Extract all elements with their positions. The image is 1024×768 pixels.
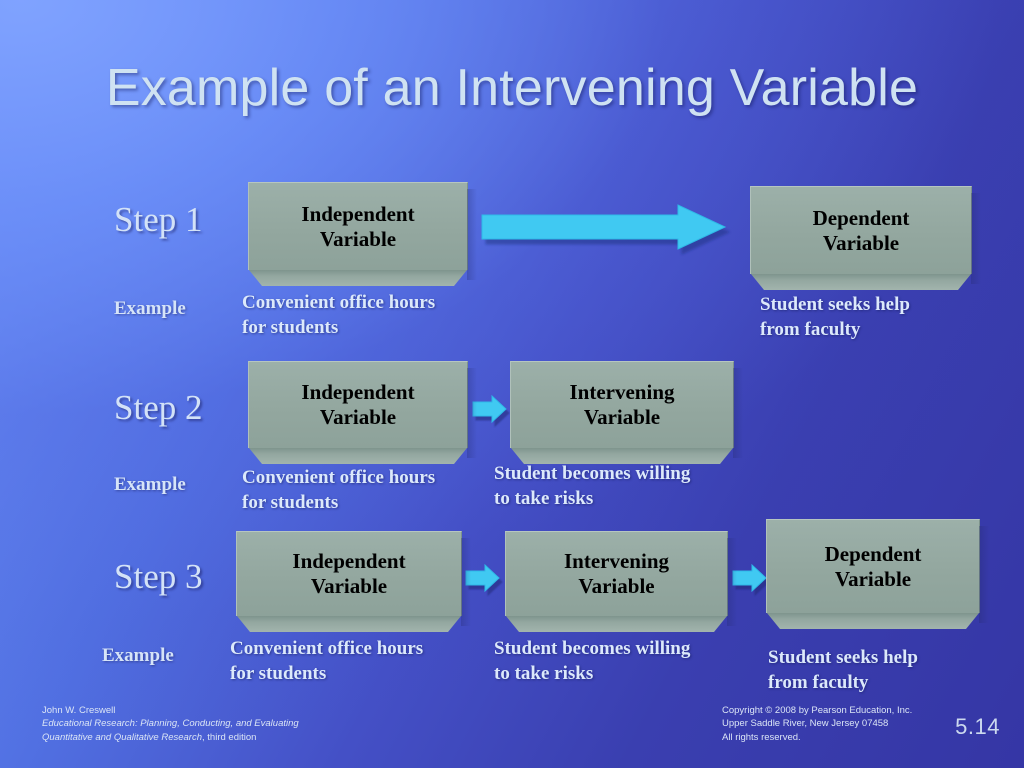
box-title-line2: Variable [319, 226, 397, 251]
box-title-line1: Intervening [564, 549, 669, 574]
step-3-box-dependent-variable[interactable]: Dependent Variable [766, 519, 989, 623]
footer-book-title-line1: Educational Research: Planning, Conducti… [42, 718, 299, 730]
step-1-caption-independent: Convenient office hours for students [242, 290, 492, 340]
box-title-line2: Variable [578, 574, 655, 598]
step-2-box-independent-variable[interactable]: Independent Variable [248, 361, 477, 458]
box-title-line1: Independent [301, 380, 415, 405]
slide-number: 5.14 [955, 714, 1000, 739]
caption-line2: for students [242, 317, 339, 339]
step-3-example-label: Example [102, 645, 174, 666]
caption-line1: Convenient office hours [242, 467, 436, 488]
caption-line2: to take risks [494, 663, 594, 685]
caption-line1: Student seeks help [760, 294, 910, 315]
copyright-line-1: Copyright © 2008 by Pearson Education, I… [722, 704, 913, 716]
box-title-line2: Variable [822, 230, 900, 255]
step-2-box-intervening-variable[interactable]: Intervening Variable [510, 361, 743, 458]
small-right-arrow-icon-step2 [472, 394, 513, 428]
caption-line2: from faculty [760, 319, 861, 341]
step-2-caption-intervening: Student becomes willing to take risks [494, 461, 749, 511]
step-2-caption-independent: Convenient office hours for students [242, 465, 492, 515]
box-title: Intervening Variable [564, 549, 669, 599]
step-3-box-intervening-variable[interactable]: Intervening Variable [505, 531, 737, 626]
step-3-caption-intervening: Student becomes willing to take risks [494, 636, 749, 686]
box-title-line1: Intervening [569, 380, 675, 405]
copyright-line-3: All rights reserved. [722, 731, 801, 743]
copyright-line-2: Upper Saddle River, New Jersey 07458 [722, 718, 889, 730]
step-1-example-label: Example [114, 298, 186, 319]
caption-line1: Student seeks help [768, 647, 918, 668]
step-3-box-independent-variable[interactable]: Independent Variable [236, 531, 471, 626]
step-3-label: Step 3 [114, 557, 203, 596]
step-1-box-dependent-variable[interactable]: Dependent Variable [750, 186, 981, 284]
small-right-arrow-icon-step3-a [465, 563, 506, 597]
caption-line1: Student becomes willing [494, 463, 691, 484]
footer-book-subtitle: Quantitative and Qualitative Research [42, 731, 203, 743]
step-2-label: Step 2 [114, 388, 203, 427]
box-title: Independent Variable [301, 202, 414, 252]
box-title-line1: Dependent [824, 541, 922, 566]
box-title: Independent Variable [292, 549, 405, 599]
box-title-line2: Variable [834, 566, 912, 591]
step-3-caption-dependent: Student seeks help from faculty [768, 645, 1008, 695]
footer-author: John W. Creswell [42, 704, 116, 716]
page-title: Example of an Intervening Variable [105, 59, 919, 117]
step-1-label: Step 1 [114, 200, 203, 239]
step-2-example-label: Example [114, 474, 186, 495]
caption-line1: Convenient office hours [230, 638, 424, 659]
footer-citation: John W. Creswell Educational Research: P… [42, 704, 299, 744]
caption-line1: Student becomes willing [494, 638, 691, 659]
box-title-line2: Variable [319, 405, 397, 429]
box-title-line1: Independent [292, 549, 406, 574]
box-title: Independent Variable [301, 380, 414, 430]
caption-line2: for students [242, 492, 339, 514]
step-1-caption-dependent: Student seeks help from faculty [760, 292, 1000, 342]
caption-line2: for students [230, 663, 327, 685]
box-title-line1: Dependent [812, 205, 910, 230]
box-title: Dependent Variable [813, 206, 910, 256]
box-title-line1: Independent [301, 201, 415, 226]
footer-book-title-line2: Quantitative and Qualitative Research, t… [42, 731, 299, 744]
box-title: Intervening Variable [570, 380, 675, 430]
box-title-line2: Variable [310, 574, 388, 598]
caption-line2: to take risks [494, 488, 594, 510]
caption-line2: from faculty [768, 672, 869, 694]
box-title: Dependent Variable [825, 542, 922, 592]
footer-book-edition: , third edition [202, 731, 257, 743]
step-1-box-independent-variable[interactable]: Independent Variable [248, 182, 477, 280]
step-3-caption-independent: Convenient office hours for students [230, 636, 482, 686]
large-right-arrow-icon [481, 204, 730, 257]
box-title-line2: Variable [583, 405, 661, 429]
caption-line1: Convenient office hours [242, 292, 436, 313]
footer-copyright: Copyright © 2008 by Pearson Education, I… [722, 704, 912, 744]
